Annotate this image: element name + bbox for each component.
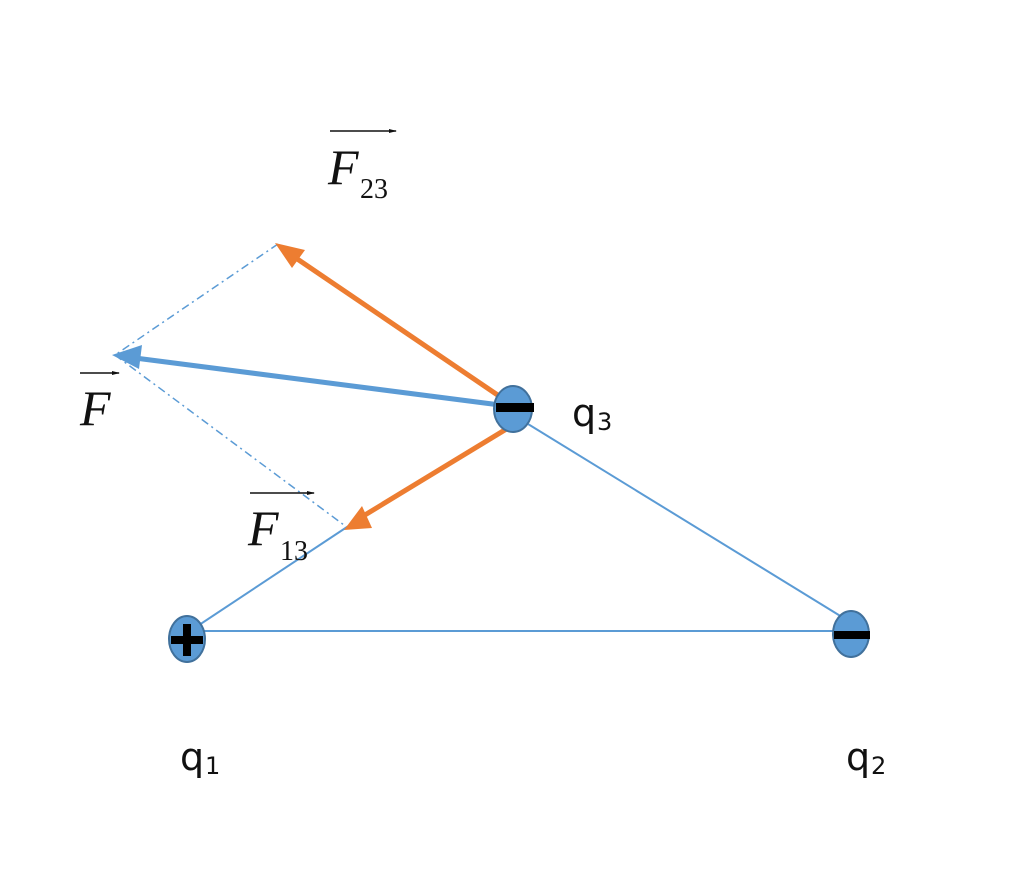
minus-sign-icon <box>834 631 870 639</box>
label-f23: F 23 <box>327 129 397 205</box>
charge-q1 <box>168 615 206 663</box>
label-q3: q 3 <box>572 391 612 436</box>
label-resultant-f: F <box>79 371 120 436</box>
svg-text:3: 3 <box>597 408 612 436</box>
construction-line-top <box>114 243 279 356</box>
charge-q2 <box>832 610 870 658</box>
svg-text:23: 23 <box>360 174 388 205</box>
svg-text:F: F <box>327 139 359 195</box>
arrowhead-resultant <box>112 345 142 369</box>
svg-text:F: F <box>247 500 279 556</box>
label-f13: F 13 <box>247 491 315 567</box>
svg-text:q: q <box>572 391 596 435</box>
svg-text:1: 1 <box>205 752 220 780</box>
construction-line-bottom <box>114 354 349 529</box>
svg-text:F: F <box>79 380 111 436</box>
force-arrow-f23 <box>288 251 504 401</box>
svg-text:q: q <box>180 735 204 779</box>
svg-text:q: q <box>846 735 870 779</box>
label-q2: q 2 <box>846 735 886 780</box>
arrowhead-f13 <box>344 506 372 530</box>
force-arrow-f13 <box>358 425 510 521</box>
label-q1: q 1 <box>180 735 220 780</box>
svg-text:13: 13 <box>280 536 308 567</box>
minus-sign-icon <box>496 403 534 412</box>
arrowhead-f23 <box>275 243 305 268</box>
side-q3-q2 <box>527 423 843 618</box>
force-arrow-resultant <box>134 355 501 408</box>
svg-text:2: 2 <box>871 752 886 780</box>
charge-q3 <box>493 385 534 433</box>
side-q1-q3 <box>186 524 351 634</box>
